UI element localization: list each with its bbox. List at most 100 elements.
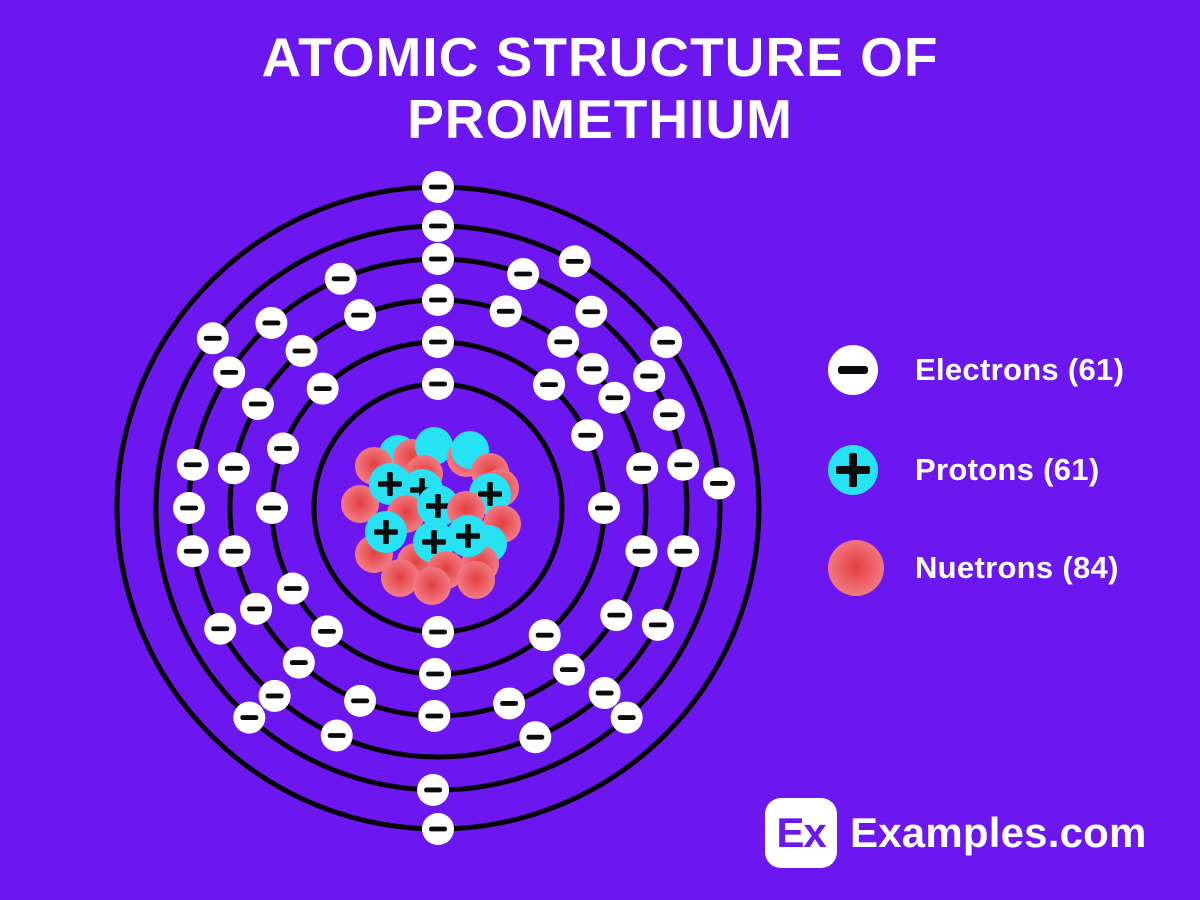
- electron-shell-3: [344, 684, 377, 717]
- minus-icon: [331, 276, 350, 282]
- minus-icon: [263, 505, 281, 511]
- minus-icon: [838, 366, 868, 374]
- electron-shell-4: [633, 360, 666, 393]
- electron-shell-3: [552, 653, 585, 686]
- minus-icon: [289, 660, 308, 665]
- electron-shell-5: [650, 326, 683, 359]
- electron-shell-4: [575, 295, 608, 328]
- minus-icon: [607, 612, 626, 618]
- plus-icon: [487, 482, 493, 506]
- minus-icon: [429, 297, 447, 303]
- minus-icon: [247, 606, 266, 612]
- electron-shell-3: [600, 599, 633, 632]
- minus-icon: [526, 734, 545, 740]
- electron-shell-4: [641, 608, 674, 641]
- electron-shell-4: [667, 535, 700, 568]
- neutron-legend-dot: [828, 540, 884, 596]
- electron-shell-2: [256, 492, 288, 524]
- minus-icon: [648, 622, 667, 628]
- electron-legend-dot: [828, 345, 878, 395]
- minus-icon: [595, 690, 614, 696]
- electron-shell-5: [558, 245, 591, 278]
- electron-shell-2: [267, 432, 300, 465]
- minus-icon: [292, 348, 311, 354]
- examples-logo: Ex: [765, 798, 837, 868]
- electron-shell-5: [196, 322, 229, 355]
- electron-shell-4: [173, 492, 205, 524]
- legend-row-electrons: Electrons (61): [828, 345, 1124, 395]
- page-title-line2: PROMETHIUM: [407, 88, 793, 150]
- minus-icon: [240, 715, 259, 720]
- minus-icon: [595, 505, 613, 511]
- electron-shell-2: [533, 368, 566, 401]
- nucleus: [341, 427, 521, 605]
- minus-icon: [211, 626, 230, 632]
- minus-icon: [265, 693, 284, 699]
- electron-shell-1: [422, 616, 454, 648]
- minus-icon: [180, 505, 198, 511]
- minus-icon: [583, 366, 602, 372]
- electron-shell-5: [610, 701, 643, 734]
- minus-icon: [429, 629, 447, 635]
- minus-icon: [659, 412, 678, 418]
- minus-icon: [351, 312, 370, 318]
- minus-icon: [429, 256, 447, 262]
- electron-shell-2: [419, 657, 452, 690]
- minus-icon: [632, 548, 651, 554]
- minus-icon: [429, 381, 447, 387]
- electron-shell-6: [422, 813, 454, 845]
- plus-icon: [431, 530, 437, 554]
- minus-icon: [429, 223, 447, 229]
- minus-icon: [224, 465, 243, 471]
- electron-shell-3: [625, 535, 658, 568]
- neutron: [413, 567, 451, 605]
- logo-ex-text: Ex: [776, 809, 826, 856]
- electron-shell-2: [588, 492, 620, 524]
- electron-shell-3: [547, 325, 580, 358]
- minus-icon: [535, 632, 554, 638]
- electron-shell-3: [285, 335, 318, 368]
- electron-shell-4: [324, 262, 357, 295]
- legend: Electrons (61) Protons (61) Nuetrons (84…: [828, 0, 1188, 900]
- minus-icon: [540, 382, 559, 388]
- electron-shell-4: [507, 258, 540, 291]
- electron-shell-5: [702, 467, 735, 500]
- minus-icon: [203, 335, 222, 341]
- electron-shell-4: [519, 721, 552, 754]
- minus-icon: [429, 826, 447, 832]
- plus-icon: [435, 494, 441, 518]
- minus-icon: [327, 733, 346, 738]
- minus-icon: [674, 548, 693, 554]
- electron-shell-2: [310, 615, 343, 648]
- minus-icon: [565, 258, 584, 264]
- minus-icon: [425, 713, 444, 719]
- neutron: [381, 559, 419, 597]
- electron-shell-3: [217, 452, 250, 485]
- minus-icon: [605, 395, 624, 401]
- minus-icon: [500, 701, 519, 706]
- minus-icon: [578, 432, 597, 438]
- electron-shell-1: [422, 368, 454, 400]
- minus-icon: [220, 369, 239, 375]
- neutrons-label: Nuetrons (84): [915, 550, 1119, 585]
- minus-icon: [262, 320, 281, 326]
- plus-icon: [387, 472, 393, 496]
- electrons-label: Electrons (61): [915, 352, 1125, 387]
- protons-label: Protons (61): [915, 452, 1100, 487]
- minus-icon: [640, 373, 659, 379]
- minus-icon: [554, 339, 573, 345]
- minus-icon: [283, 586, 302, 591]
- electron-shell-3: [241, 388, 274, 420]
- neutron: [457, 561, 495, 599]
- electron-shell-2: [306, 372, 339, 405]
- electron-shell-4: [258, 679, 291, 712]
- page-title-line1: ATOMIC STRUCTURE OF: [261, 26, 939, 88]
- minus-icon: [429, 184, 447, 190]
- minus-icon: [674, 462, 693, 468]
- minus-icon: [313, 386, 332, 391]
- branding: Ex Examples.com: [765, 798, 1147, 868]
- plus-icon: [383, 520, 389, 544]
- proton-legend-dot: [828, 445, 878, 495]
- electron-shell-4: [588, 677, 621, 710]
